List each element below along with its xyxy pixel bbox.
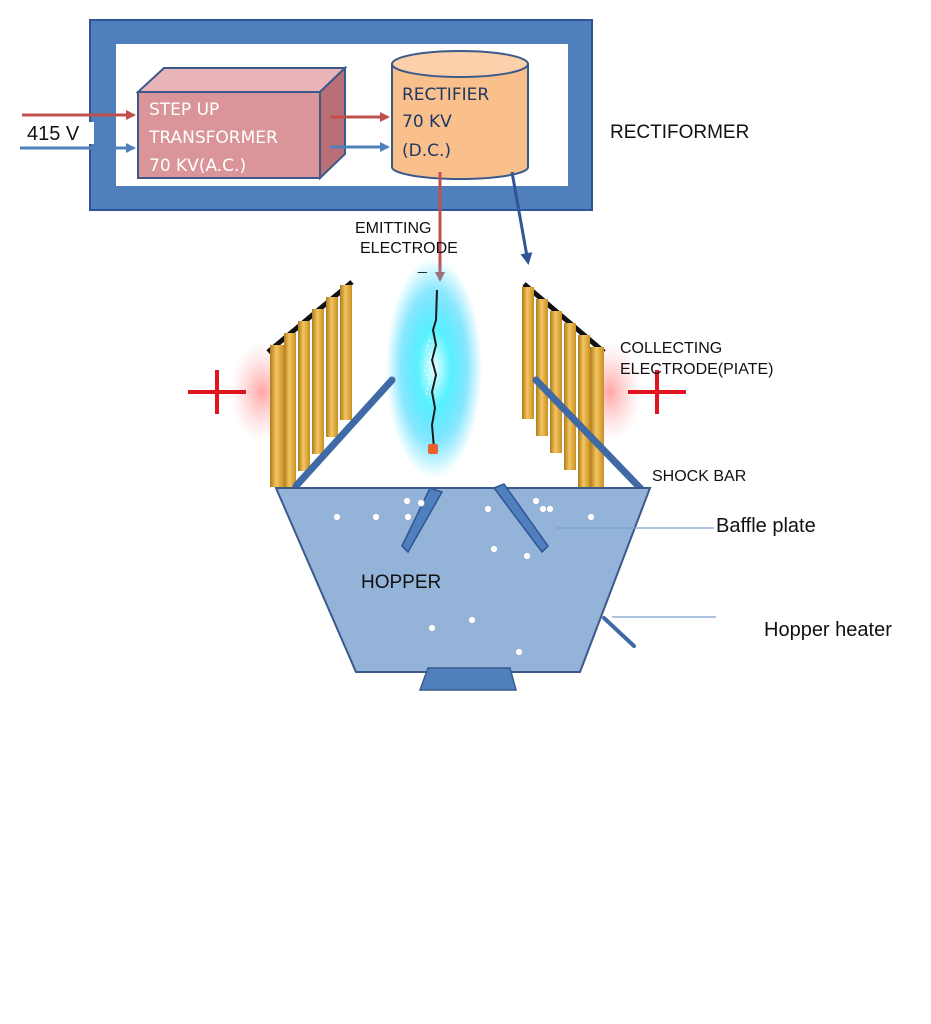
rectiformer-label: RECTIFORMER (610, 122, 749, 143)
right-positive-sign (628, 370, 686, 414)
right-plate (590, 347, 604, 487)
right-plate-rail (522, 282, 606, 354)
emitting-label-line2: ELECTRODE (360, 240, 458, 257)
left-plate (326, 297, 338, 437)
rectifier-line2: 70 KV (402, 112, 452, 132)
right-collecting-plates (522, 282, 606, 487)
collecting-label-line2: ELECTRODE(PIATE) (620, 361, 774, 378)
transformer-line1: STEP UP (149, 100, 219, 120)
right-plate (536, 299, 548, 436)
right-shock-bar (532, 376, 648, 496)
hopper-heater-element (602, 616, 636, 648)
left-collecting-plates (266, 280, 354, 488)
collecting-label-line1: COLLECTING (620, 340, 722, 357)
hopper-outlet (418, 667, 517, 691)
right-plate (550, 311, 562, 453)
left-plate (298, 321, 310, 471)
rectifier-line1: RECTIFIER (402, 85, 489, 105)
left-shock-bar (292, 376, 396, 490)
left-plate (270, 345, 284, 487)
left-plate (284, 333, 296, 488)
right-plate (564, 323, 576, 470)
emitting-label-line1: EMITTING (355, 220, 431, 237)
emitting-electrode-wire (430, 289, 438, 449)
hopper (274, 487, 652, 691)
step-up-transformer: STEP UP TRANSFORMER 70 KV(A.C.) (135, 65, 348, 181)
left-plate (312, 309, 324, 454)
right-baffle-plate (492, 483, 549, 554)
shock-bar-label: SHOCK BAR (652, 468, 746, 485)
baffle-plate-label: Baffle plate (716, 515, 816, 537)
right-plate (522, 287, 534, 419)
left-plate-rail (266, 280, 354, 354)
rectifier-cylinder: RECTIFIER 70 KV (D.C.) (391, 50, 529, 180)
left-plate (340, 285, 352, 420)
hopper-label: HOPPER (361, 572, 441, 593)
left-baffle-plate (401, 487, 444, 554)
right-plate (578, 335, 590, 487)
transformer-line2: TRANSFORMER (148, 128, 278, 148)
hopper-heater-label: Hopper heater (764, 619, 892, 641)
input-voltage-label: 415 V (27, 123, 80, 145)
dust-particles (333, 497, 595, 656)
rectifier-line3: (D.C.) (402, 141, 451, 161)
transformer-line3: 70 KV(A.C.) (149, 156, 246, 176)
left-positive-sign (188, 370, 246, 414)
electrode-weight (428, 444, 438, 454)
collecting-feed-arrow (510, 171, 533, 265)
voltage-label-bg (24, 122, 94, 144)
